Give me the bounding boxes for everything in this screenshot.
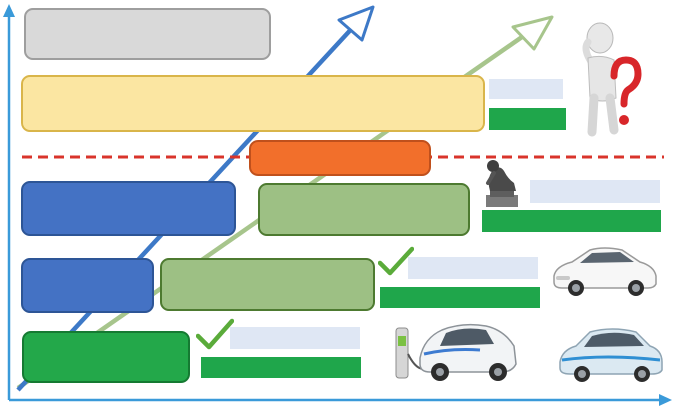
block-sage-lower [160,258,375,311]
label-green-1 [489,108,566,130]
block-green-bottom [22,331,190,383]
label-green-3 [380,287,540,308]
block-orange [249,140,431,176]
block-blue-lower [21,258,154,313]
block-blue-upper [21,181,236,236]
ev-charging-car-icon [395,323,517,381]
thinker-statue-icon [486,160,518,207]
checkmark-icon [378,246,414,276]
green-arrowhead [511,15,554,51]
sedan-car-icon [553,247,657,296]
checkmark-icon [196,318,234,350]
block-gray-top [24,8,271,60]
label-pale-2 [530,180,660,203]
block-sage-upper [258,183,470,236]
label-green-4 [201,357,361,378]
label-pale-1 [489,79,563,99]
x-axis-arrowhead [659,394,672,406]
blue-arrowhead [337,5,375,42]
person-question-mark-icon [582,22,642,137]
y-axis-arrowhead [3,4,15,17]
label-green-2 [482,210,661,232]
label-pale-3 [408,257,538,279]
compact-ev-car-icon [559,328,663,382]
label-pale-4 [230,327,360,349]
block-yellow-wide [21,75,485,132]
